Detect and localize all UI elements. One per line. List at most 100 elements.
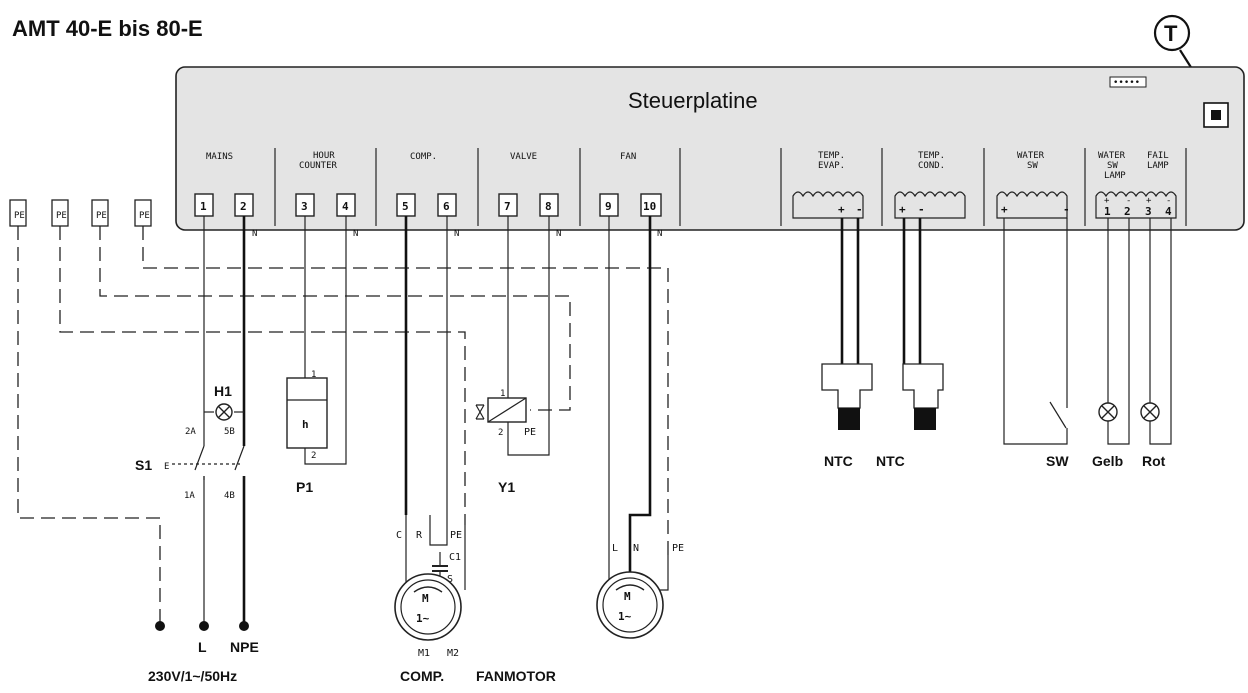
lamp-gelb-cross: [1101, 405, 1115, 419]
section-temp-evap-1: TEMP.: [818, 151, 845, 161]
wire-water-sw-plus: [1003, 218, 1068, 445]
p1-label: P1: [296, 479, 313, 495]
wire-fan-n: [628, 216, 652, 590]
lamp-connector: [1095, 191, 1177, 219]
section-fail-lamp-2: LAMP: [1147, 161, 1169, 171]
supply-n-dot: [239, 621, 249, 631]
section-water-sw-2: SW: [1027, 161, 1038, 171]
section-fail-lamp-1: FAIL: [1147, 151, 1169, 161]
lamp-pin-1: 1: [1104, 205, 1111, 218]
diagram-title: AMT 40-E bis 80-E: [12, 16, 203, 41]
section-mains: MAINS: [206, 152, 233, 162]
wire-y1-2: [507, 216, 550, 456]
wire-comp-r: [429, 216, 448, 546]
section-water-sw-lamp-3: LAMP: [1104, 171, 1126, 181]
section-hour-counter-2: COUNTER: [299, 161, 338, 171]
s1-pin-right: 4B: [224, 491, 235, 501]
section-temp-cond-2: COND.: [918, 161, 945, 171]
supply-l-label: L: [198, 639, 207, 655]
comp-c-label: C: [396, 530, 402, 541]
comp-pe-label: PE: [450, 530, 462, 541]
section-water-sw-1: WATER: [1017, 151, 1045, 161]
switch-s1-contact-l: [194, 445, 205, 471]
section-water-sw-lamp-2: SW: [1107, 161, 1118, 171]
switch-s1-gap: [198, 446, 250, 476]
lamp-sign-4: -: [1166, 196, 1171, 206]
pe-label-3: PE: [96, 211, 107, 221]
sw-plus: +: [1001, 203, 1008, 216]
water-sw-connector: [996, 191, 1068, 219]
ntc-cond-tip: [914, 408, 936, 430]
water-switch-contact: [1049, 401, 1067, 429]
t-marker-circle: [1153, 14, 1191, 52]
y1-pin-top: 1: [500, 389, 505, 399]
terminal-label-10: 10: [643, 200, 656, 213]
ntc-evap-sensor: [821, 363, 873, 409]
y1-pin-bottom: 2: [498, 428, 503, 438]
lamp-sign-3: +: [1146, 196, 1152, 206]
evap-plus: +: [838, 203, 845, 216]
n-mark-fan: N: [657, 229, 662, 239]
ntc-evap-label: NTC: [824, 453, 853, 469]
y1-pe: PE: [524, 427, 536, 438]
p1-h: h: [302, 418, 309, 431]
lamp-sign-1: +: [1104, 196, 1110, 206]
fan-pe-label: PE: [672, 543, 684, 554]
comp-r-label: R: [416, 530, 423, 541]
rot-label: Rot: [1142, 453, 1166, 469]
supply-l-dot: [199, 621, 209, 631]
cond-connector: [894, 191, 966, 219]
terminal-label-4: 4: [342, 200, 349, 213]
lamp-pin-4: 4: [1165, 205, 1172, 218]
fan-l-label: L: [612, 543, 618, 554]
switch-s1-contact-n: [234, 445, 245, 471]
terminal-label-2: 2: [240, 200, 247, 213]
h1-pin-right: 5B: [224, 427, 235, 437]
comp-s-label: S: [447, 574, 453, 585]
wire-lamp-rot-2: [1149, 218, 1172, 445]
compressor-motor: [394, 573, 462, 641]
terminal-label-8: 8: [545, 200, 552, 213]
ntc-cond-label: NTC: [876, 453, 905, 469]
pe-label-4: PE: [139, 211, 150, 221]
s1-label: S1: [135, 457, 152, 473]
fan-rotation-icon: [615, 584, 645, 591]
valve-y1-icon: [475, 404, 485, 420]
n-mark-hour: N: [353, 229, 358, 239]
lamp-sign-2: -: [1126, 196, 1131, 206]
ntc-cond-sensor: [902, 363, 944, 409]
terminal-label-6: 6: [443, 200, 450, 213]
fan-phase: 1~: [618, 610, 632, 623]
section-comp: COMP.: [410, 152, 437, 162]
cond-minus: -: [918, 203, 925, 216]
section-valve: VALVE: [510, 152, 537, 162]
terminal-label-3: 3: [301, 200, 308, 213]
led-strip: [1109, 76, 1147, 88]
p1-pin-bottom: 2: [311, 451, 316, 461]
fanmotor-label: FANMOTOR: [476, 668, 556, 684]
s1-pin-left: 1A: [184, 491, 195, 501]
pe-label-1: PE: [14, 211, 25, 221]
ntc-evap-tip: [838, 408, 860, 430]
terminal-label-7: 7: [504, 200, 511, 213]
section-temp-cond-1: TEMP.: [918, 151, 945, 161]
lamp-pin-2: 2: [1124, 205, 1131, 218]
pe-wires: [17, 226, 669, 622]
comp-m2: M2: [447, 648, 459, 659]
fan-motor: [596, 571, 664, 639]
control-board: [175, 66, 1245, 231]
supply-voltage-label: 230V/1~/50Hz: [148, 668, 237, 684]
wire-lamp-gelb-2: [1107, 218, 1130, 445]
sw-minus: -: [1063, 203, 1070, 216]
n-mark-valve: N: [556, 229, 561, 239]
compressor-rotation-icon: [413, 586, 443, 593]
comp-m1: M1: [418, 648, 430, 659]
terminal-label-1: 1: [200, 200, 207, 213]
h1-label: H1: [214, 383, 232, 399]
valve-y1-diagonal: [487, 397, 527, 423]
lamp-h1-cross: [217, 405, 231, 419]
comp-label: COMP.: [400, 668, 444, 684]
comp-phase: 1~: [416, 612, 430, 625]
terminal-label-9: 9: [605, 200, 612, 213]
